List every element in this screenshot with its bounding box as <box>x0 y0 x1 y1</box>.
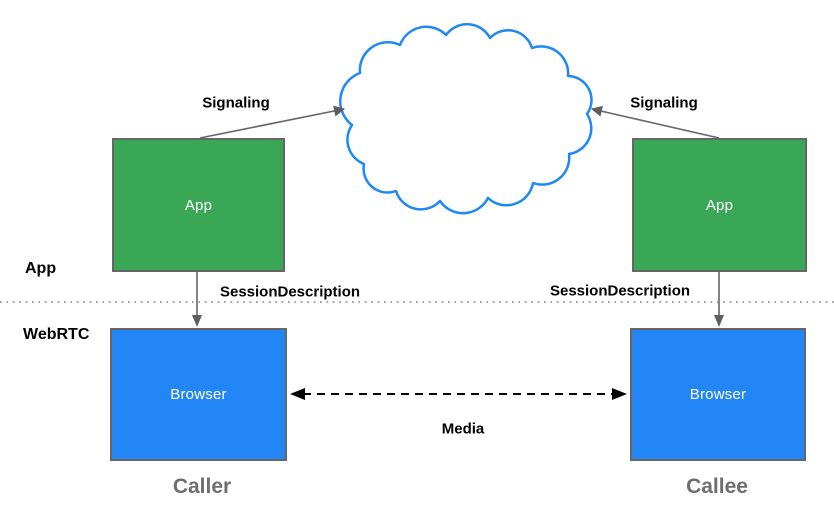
caller-browser-label: Browser <box>170 386 227 403</box>
media-label: Media <box>441 420 485 438</box>
callee-browser-box: Browser <box>630 328 806 461</box>
session-description-label-left: SessionDescription <box>219 283 361 301</box>
media-arrowhead-right <box>612 388 627 400</box>
session-description-arrowhead-left <box>192 315 202 327</box>
session-description-label-right: SessionDescription <box>549 282 691 300</box>
signaling-label-left: Signaling <box>202 94 270 112</box>
callee-app-label: App <box>705 196 734 214</box>
caller-app-box: App <box>112 138 285 272</box>
cloud-icon <box>339 22 593 215</box>
signaling-arrow-right <box>590 105 720 139</box>
caller-caption: Caller <box>172 475 232 498</box>
session-description-arrowhead-right <box>714 315 724 327</box>
signaling-label-right: Signaling <box>630 94 698 112</box>
callee-app-box: App <box>632 138 807 272</box>
lane-label-webrtc: WebRTC <box>23 326 90 343</box>
callee-caption: Callee <box>686 475 748 498</box>
lane-label-app: App <box>25 260 57 277</box>
callee-browser-label: Browser <box>689 386 747 403</box>
caller-browser-box: Browser <box>110 328 287 461</box>
caller-app-label: App <box>184 196 213 214</box>
media-arrowhead-left <box>290 388 305 400</box>
signaling-arrow-left <box>199 105 346 139</box>
